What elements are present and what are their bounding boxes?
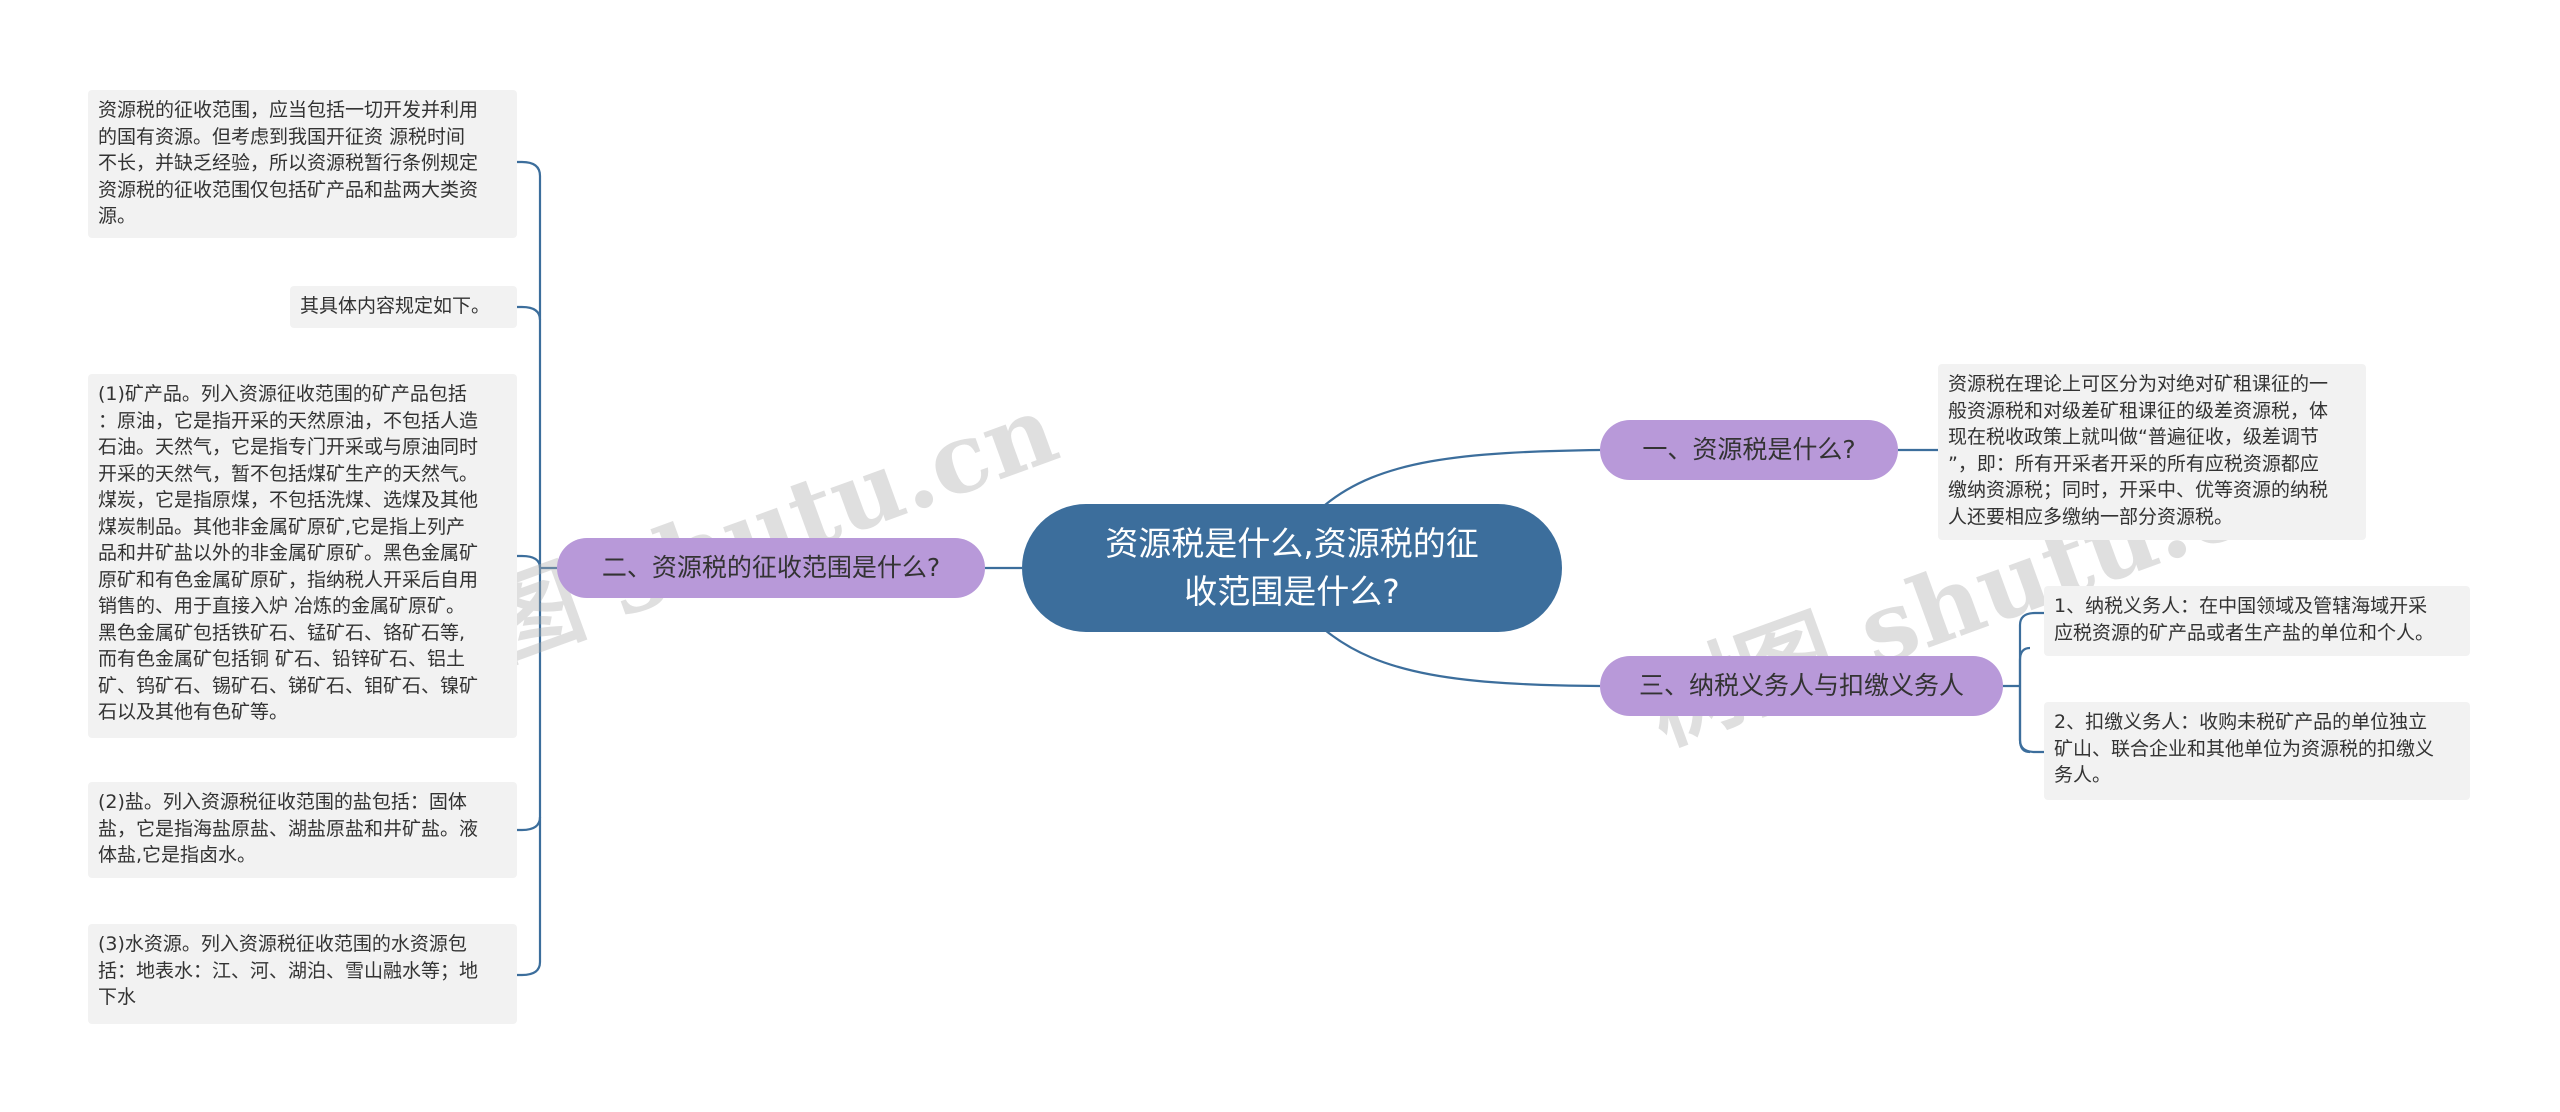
note-salt[interactable]: (2)盐。列入资源税征收范围的盐包括：固体 盐，它是指海盐原盐、湖盐原盐和井矿盐…: [88, 782, 517, 878]
note-mineral-products[interactable]: (1)矿产品。列入资源征收范围的矿产品包括 ：原油，它是指开采的天然原油，不包括…: [88, 374, 517, 738]
connector-b2-n3: [517, 305, 542, 321]
note-withholding-agents[interactable]: 2、扣缴义务人：收购未税矿产品的单位独立 矿山、联合企业和其他单位为资源税的扣缴…: [2044, 702, 2470, 800]
connector-b2-n6: [517, 817, 542, 977]
connector-b3-n7-n8: [2003, 646, 2031, 754]
connector-b3-n8: [2018, 739, 2044, 754]
branch-what-is-resource-tax[interactable]: 一、资源税是什么?: [1600, 420, 1898, 480]
note-taxpayers[interactable]: 1、纳税义务人：在中国领域及管辖海域开采 应税资源的矿产品或者生产盐的单位和个人…: [2044, 586, 2470, 656]
branch-levy-scope[interactable]: 二、资源税的征收范围是什么?: [557, 538, 985, 598]
connector-root-b1: [1324, 448, 1601, 506]
connector-root-b3: [1324, 629, 1601, 688]
note-levy-scope-intro[interactable]: 资源税的征收范围，应当包括一切开发并利用 的国有资源。但考虑到我国开征资 源税时…: [88, 90, 517, 238]
note-specific-provisions[interactable]: 其具体内容规定如下。: [290, 286, 517, 328]
note-resource-tax-definition[interactable]: 资源税在理论上可区分为对绝对矿租课征的一 般资源税和对级差矿租课征的级差资源税，…: [1938, 364, 2366, 540]
connector-b2-n2: [517, 160, 542, 568]
connector-b2-n5: [517, 568, 542, 832]
connector-b2-n4: [517, 554, 542, 569]
connector-b3-n7: [2018, 611, 2044, 626]
branch-taxpayers-withholders[interactable]: 三、纳税义务人与扣缴义务人: [1600, 656, 2003, 716]
root-topic[interactable]: 资源税是什么,资源税的征 收范围是什么?: [1022, 504, 1562, 632]
note-water-resources[interactable]: (3)水资源。列入资源税征收范围的水资源包 括：地表水：江、河、湖泊、雪山融水等…: [88, 924, 517, 1024]
